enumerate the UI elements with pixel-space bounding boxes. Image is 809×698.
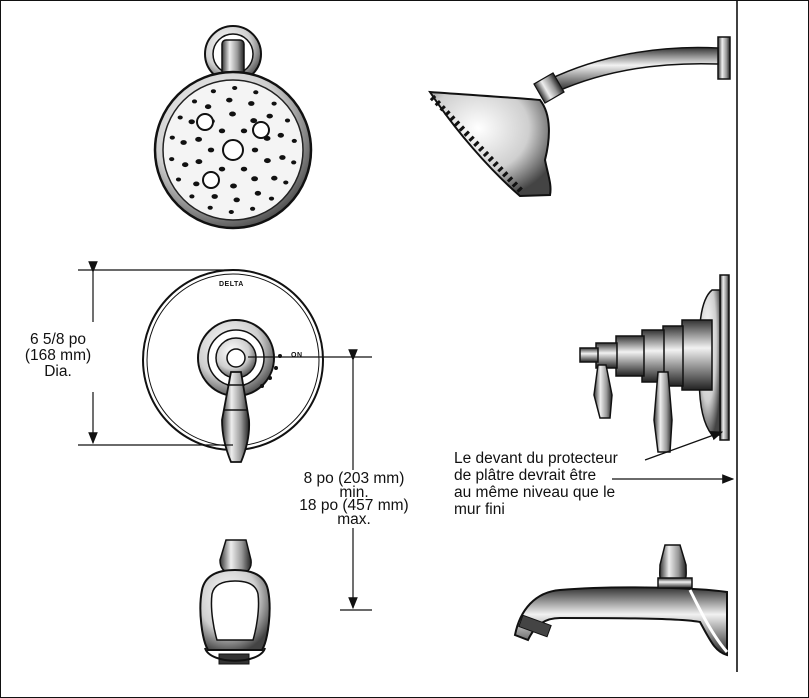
nozzle xyxy=(207,147,215,153)
spray-ring xyxy=(196,113,214,131)
nozzle xyxy=(250,118,258,124)
nozzle xyxy=(271,175,278,181)
nozzle xyxy=(240,166,248,172)
nozzle xyxy=(169,135,175,140)
valve-trim-front-view xyxy=(142,269,324,463)
nozzle xyxy=(226,97,233,103)
nozzle xyxy=(175,177,182,182)
nozzle xyxy=(251,147,259,153)
nozzle xyxy=(264,158,271,164)
nozzle xyxy=(283,180,289,185)
spray-ring xyxy=(202,171,220,189)
tub-spout-front-view xyxy=(199,539,271,665)
nozzle xyxy=(291,138,297,143)
nozzle xyxy=(204,104,212,110)
wall-note: Le devant du protecteur de plâtre devrai… xyxy=(454,450,618,518)
nozzle xyxy=(229,111,236,117)
nozzle xyxy=(284,118,291,123)
wall-note-line4: mur fini xyxy=(454,501,505,518)
nozzle xyxy=(254,190,262,196)
nozzle-pattern xyxy=(169,86,297,214)
nozzle xyxy=(240,128,248,134)
nozzle xyxy=(177,115,183,120)
wall-note-line3: au même niveau que le xyxy=(454,484,616,501)
nozzle xyxy=(271,101,277,106)
nozzle xyxy=(277,132,284,138)
showerhead-side-view xyxy=(428,36,731,198)
nozzle xyxy=(248,101,255,106)
showerhead-front-view xyxy=(153,25,313,230)
brand-logo: DELTA xyxy=(219,281,244,288)
nozzle xyxy=(230,183,237,189)
nozzle xyxy=(253,90,259,95)
wall-note-line2: de plâtre devrait être xyxy=(454,467,597,484)
diameter-label-line2: (168 mm) xyxy=(24,347,92,364)
nozzle xyxy=(191,99,198,104)
nozzle xyxy=(211,194,218,199)
nozzle xyxy=(218,128,226,134)
nozzle xyxy=(232,86,238,90)
diameter-label-line3: Dia. xyxy=(44,363,72,380)
nozzle xyxy=(182,162,189,168)
nozzle xyxy=(268,196,275,201)
height-label-line1: 8 po (203 mm) xyxy=(303,470,405,487)
nozzle xyxy=(266,113,273,119)
nozzle xyxy=(207,205,213,210)
nozzle xyxy=(279,155,286,160)
nozzle xyxy=(189,194,195,199)
valve-side-view xyxy=(579,274,730,453)
nozzle xyxy=(210,89,216,94)
nozzle xyxy=(251,176,258,182)
nozzle xyxy=(195,136,203,142)
height-label: 8 po (203 mm) min. 18 po (457 mm) max. xyxy=(284,470,424,528)
diameter-dimension xyxy=(78,261,233,446)
nozzle xyxy=(180,140,187,145)
height-dimension xyxy=(248,349,372,611)
diameter-label-line1: 6 5/8 po xyxy=(29,331,87,348)
nozzle xyxy=(195,159,203,165)
height-label-line3: 18 po (457 mm) xyxy=(299,497,409,514)
spray-ring xyxy=(252,121,270,139)
nozzle xyxy=(193,181,200,187)
nozzle xyxy=(250,206,256,211)
nozzle xyxy=(291,160,297,165)
diameter-label: 6 5/8 po (168 mm) Dia. xyxy=(8,332,108,380)
tub-spout-side-view xyxy=(513,544,729,657)
nozzle xyxy=(218,166,226,172)
nozzle xyxy=(169,157,175,162)
nozzle xyxy=(228,210,234,214)
wall-note-line1: Le devant du protecteur xyxy=(454,450,618,467)
nozzle xyxy=(233,197,240,203)
height-label-line2: min. xyxy=(339,484,369,501)
height-label-line4: max. xyxy=(337,511,371,528)
valve-on-marker: ON xyxy=(291,352,303,359)
nozzle xyxy=(188,119,195,125)
note-leaders xyxy=(612,431,735,484)
